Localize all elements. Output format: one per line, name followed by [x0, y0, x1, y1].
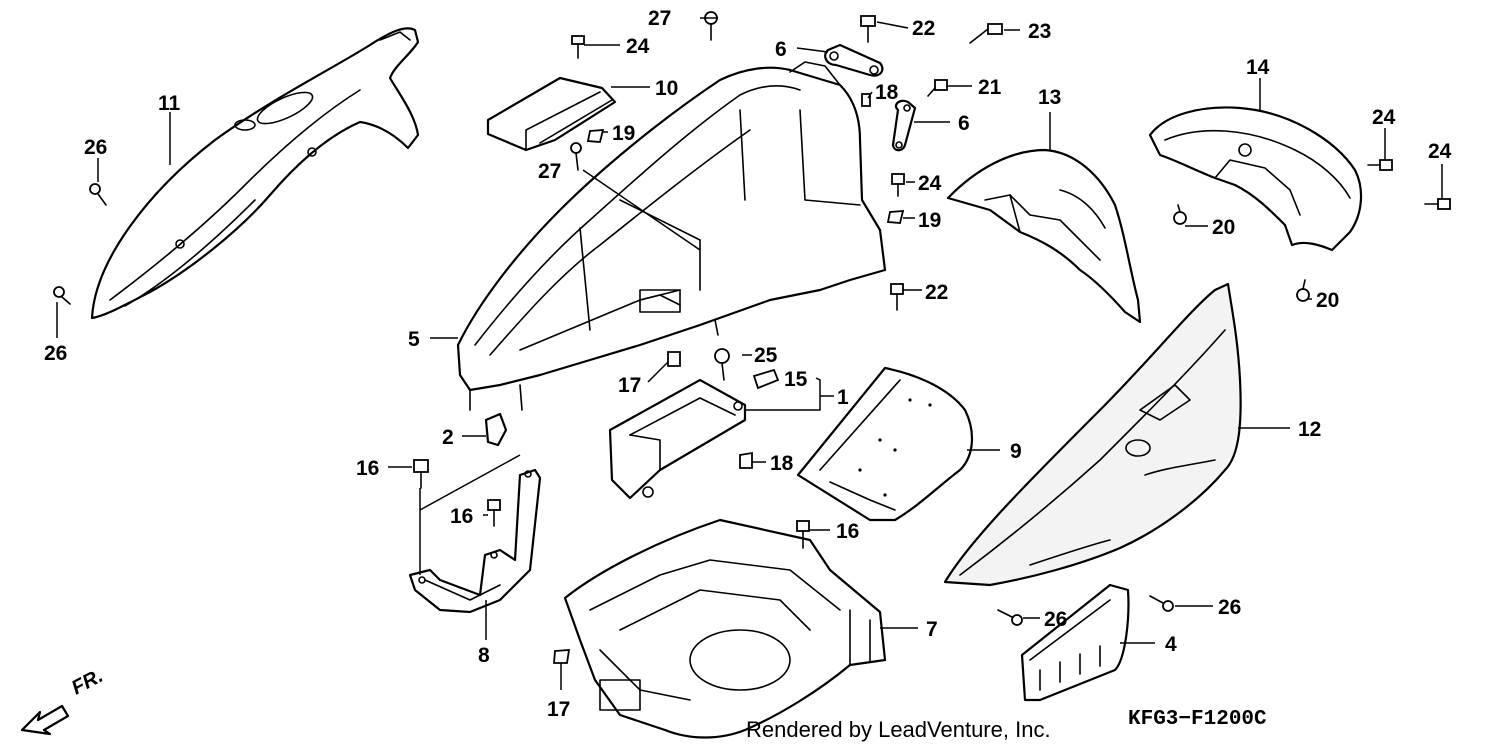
part-6-link-top	[824, 43, 884, 77]
callout-24: 24	[1428, 140, 1452, 163]
callout-26: 26	[1044, 608, 1067, 631]
callout-26: 26	[84, 136, 107, 159]
callout-24: 24	[918, 172, 942, 195]
part-4-side-panel	[1020, 583, 1130, 702]
callout-22: 22	[912, 17, 935, 40]
callout-18: 18	[875, 81, 899, 104]
callout-18: 18	[770, 452, 794, 475]
front-direction-arrow	[20, 704, 70, 736]
callout-19: 19	[612, 122, 635, 145]
part-12-side-body-cover	[943, 282, 1242, 587]
callout-24: 24	[1372, 106, 1396, 129]
callout-7: 7	[926, 618, 938, 641]
callout-24: 24	[626, 35, 650, 58]
rendered-by-credit: Rendered by LeadVenture, Inc.	[746, 717, 1051, 742]
callout-20: 20	[1316, 289, 1339, 312]
hardware-fasteners	[53, 11, 1451, 664]
callout-6: 6	[775, 38, 787, 61]
callout-13: 13	[1038, 86, 1061, 109]
part-2-clip	[484, 412, 508, 447]
callout-14: 14	[1246, 56, 1270, 79]
callout-27: 27	[648, 7, 671, 30]
part-11-side-cover	[90, 27, 420, 320]
callout-17: 17	[618, 374, 641, 397]
callout-21: 21	[978, 76, 1002, 99]
part-1-bracket-cover	[608, 378, 747, 500]
part-7-lower-tray	[563, 518, 887, 739]
callout-20: 20	[1212, 216, 1235, 239]
callout-9: 9	[1010, 440, 1022, 463]
callout-23: 23	[1028, 20, 1051, 43]
callout-26: 26	[1218, 596, 1241, 619]
callout-27: 27	[538, 160, 561, 183]
callout-16: 16	[836, 520, 859, 543]
callout-1: 1	[837, 386, 849, 409]
callout-22: 22	[925, 281, 948, 304]
callout-4: 4	[1165, 633, 1177, 656]
callout-16: 16	[356, 457, 379, 480]
leader-lines	[56, 17, 1443, 690]
part-8-u-bracket	[408, 468, 542, 614]
callout-26: 26	[44, 342, 67, 365]
callout-5: 5	[408, 328, 420, 351]
callout-8: 8	[478, 644, 490, 667]
callout-numbers: 11 26 26 27 24 10 19 27 6 22 23 21 18 6 …	[44, 7, 1452, 721]
callout-10: 10	[655, 77, 678, 100]
part-13-rear-fender	[946, 148, 1142, 324]
diagram-reference-code: KFG3−F1200C	[1128, 708, 1267, 731]
callout-19: 19	[918, 209, 941, 232]
part-6-link-right	[891, 99, 917, 152]
part-5-body-frame	[456, 61, 887, 411]
callout-2: 2	[442, 426, 454, 449]
callout-15: 15	[784, 368, 808, 391]
part-10-lid-cover	[486, 76, 617, 152]
callout-17: 17	[547, 698, 570, 721]
callout-25: 25	[754, 344, 778, 367]
callout-6: 6	[958, 112, 970, 135]
callout-12: 12	[1298, 418, 1321, 441]
callout-11: 11	[158, 92, 181, 115]
part-9-floor-mat	[796, 366, 974, 522]
callout-16: 16	[450, 505, 473, 528]
part-14-rear-cowl	[1148, 106, 1363, 252]
